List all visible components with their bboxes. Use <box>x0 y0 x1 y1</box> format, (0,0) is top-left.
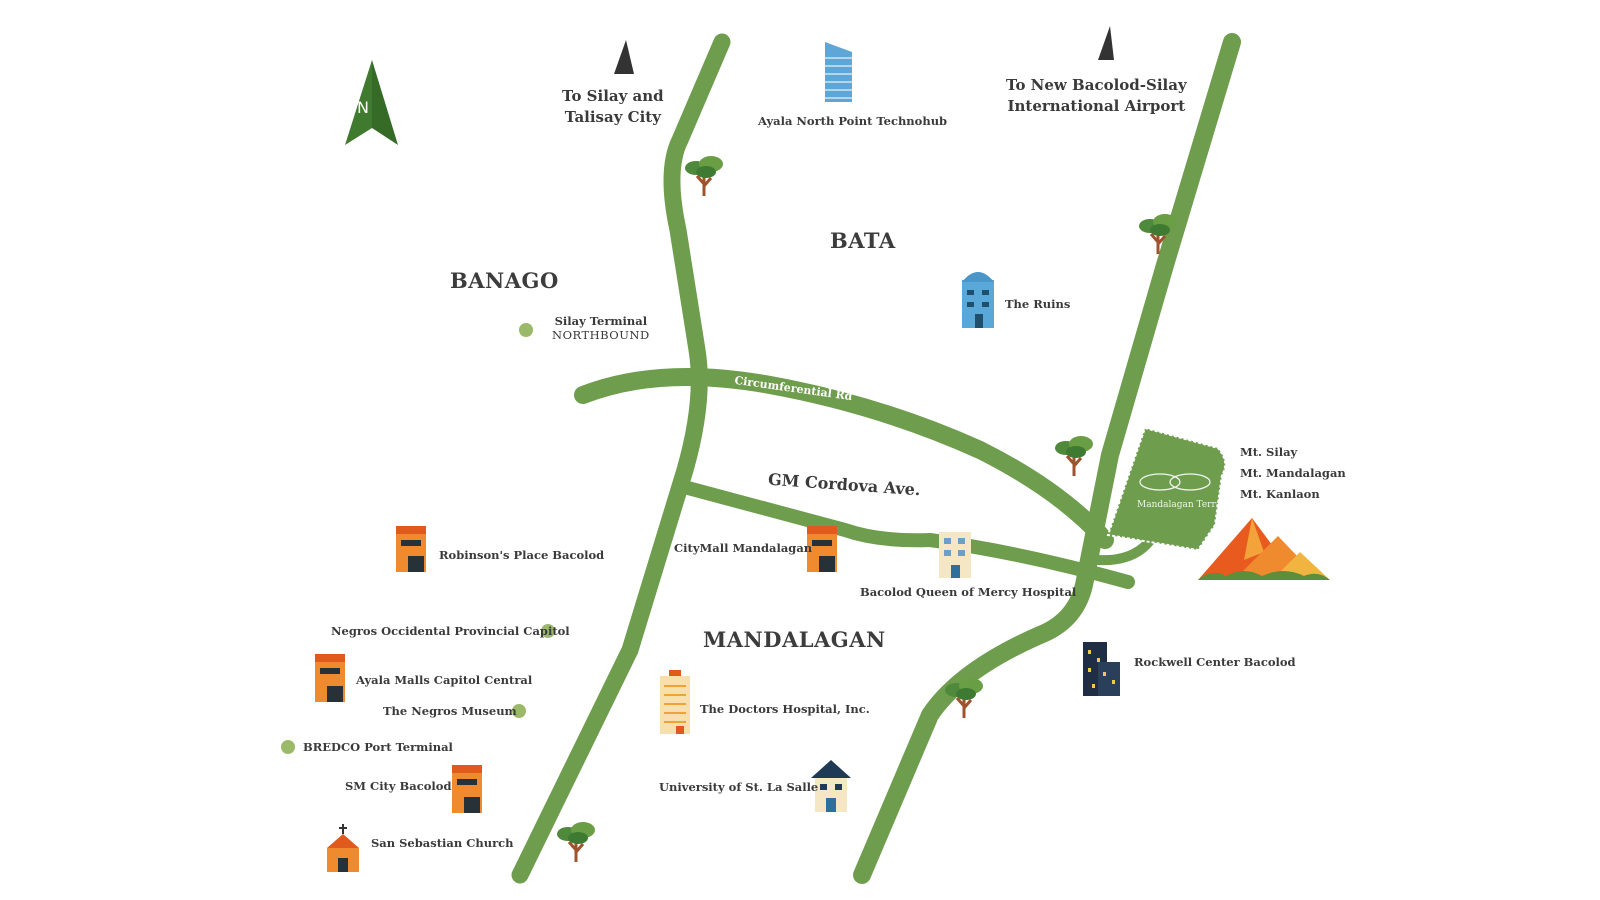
label-robinsons[interactable]: Robinson's Place Bacolod <box>439 548 605 562</box>
school-building-icon[interactable] <box>811 760 851 812</box>
road-west-highway <box>511 33 731 884</box>
label-san-sebastian[interactable]: San Sebastian Church <box>371 836 514 850</box>
label-ayala-capitol[interactable]: Ayala Malls Capitol Central <box>356 673 533 687</box>
silay-terminal-name: Silay Terminal <box>554 314 648 328</box>
mountain-name: Mt. Mandalagan <box>1240 466 1346 480</box>
district-bata: BATA <box>830 228 896 253</box>
tree-icon <box>685 156 723 196</box>
label-the-ruins[interactable]: The Ruins <box>1005 297 1071 311</box>
label-doctors-hospital[interactable]: The Doctors Hospital, Inc. <box>700 702 870 716</box>
silay-terminal-marker[interactable] <box>519 323 533 337</box>
arrow-silay-icon <box>614 40 634 74</box>
label-citymall[interactable]: CityMall Mandalagan <box>674 541 813 555</box>
tree-icon <box>1055 436 1093 476</box>
property-parcel[interactable] <box>1106 426 1227 552</box>
district-banago: BANAGO <box>450 268 559 293</box>
hospital-building-icon[interactable] <box>939 532 971 578</box>
north-compass-icon <box>345 60 398 145</box>
mall-building-icon[interactable] <box>452 765 482 813</box>
church-icon[interactable] <box>327 824 359 872</box>
ruins-building-icon[interactable] <box>962 272 994 328</box>
tree-icon <box>557 822 595 862</box>
mountains-icon <box>1198 518 1330 580</box>
road-circumferential <box>574 368 1114 549</box>
arrow-airport-icon <box>1098 26 1114 60</box>
silay-terminal-sub: NORTHBOUND <box>552 328 650 342</box>
negros-museum-marker[interactable] <box>512 704 526 718</box>
provincial-capitol-marker[interactable] <box>541 624 555 638</box>
skyscraper-icon[interactable] <box>1083 642 1120 696</box>
label-queen-of-mercy[interactable]: Bacolod Queen of Mercy Hospital <box>860 585 1077 599</box>
label-provincial-capitol[interactable]: Negros Occidental Provincial Capitol <box>331 624 570 638</box>
property-logo-text: Mandalagan Terraces <box>1137 500 1237 510</box>
label-ayala-north-point[interactable]: Ayala North Point Technohub <box>758 114 948 128</box>
office-tower-icon[interactable] <box>825 42 852 102</box>
mountain-list: Mt. Silay Mt. Mandalagan Mt. Kanlaon <box>1240 442 1346 505</box>
label-negros-museum[interactable]: The Negros Museum <box>383 704 517 718</box>
mall-building-icon[interactable] <box>315 654 345 702</box>
direction-to-airport: To New Bacolod-Silay International Airpo… <box>1006 75 1187 117</box>
label-silay-terminal[interactable]: Silay Terminal NORTHBOUND <box>552 314 650 342</box>
direction-line: To New Bacolod-Silay <box>1006 76 1187 94</box>
tree-icon <box>1139 214 1177 254</box>
label-bredco[interactable]: BREDCO Port Terminal <box>303 740 453 754</box>
label-sm-city[interactable]: SM City Bacolod <box>345 779 452 793</box>
bredco-port-marker[interactable] <box>281 740 295 754</box>
label-st-la-salle[interactable]: University of St. La Salle <box>659 780 819 794</box>
tree-icon <box>945 678 983 718</box>
direction-line: International Airport <box>1007 97 1186 115</box>
direction-line: Talisay City <box>564 108 661 126</box>
district-mandalagan: MANDALAGAN <box>703 627 886 652</box>
mountain-name: Mt. Silay <box>1240 445 1298 459</box>
label-rockwell[interactable]: Rockwell Center Bacolod <box>1134 655 1296 669</box>
mall-building-icon[interactable] <box>807 526 837 572</box>
direction-line: To Silay and <box>562 87 664 105</box>
property-logo-icon <box>1139 473 1211 491</box>
mall-building-icon[interactable] <box>396 526 426 572</box>
compass-letter: N <box>357 98 369 117</box>
direction-to-silay: To Silay and Talisay City <box>562 86 664 128</box>
road-east-highway <box>853 33 1241 884</box>
mountain-name: Mt. Kanlaon <box>1240 487 1320 501</box>
hospital-tower-icon[interactable] <box>660 670 690 734</box>
